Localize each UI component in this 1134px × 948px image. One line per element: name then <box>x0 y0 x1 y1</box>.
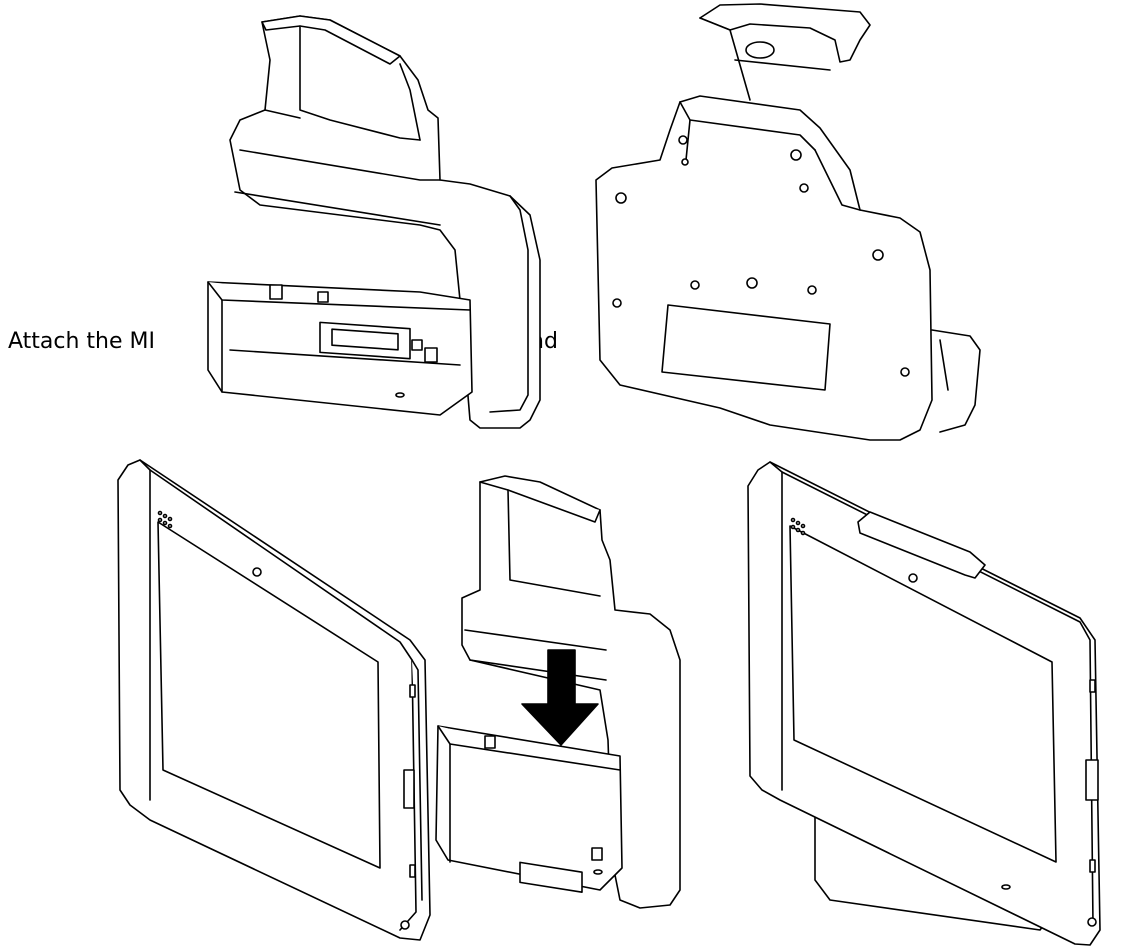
insert-down-arrow-icon <box>522 650 598 745</box>
cradle-insert-icon <box>436 476 680 908</box>
cradle-back-icon <box>596 4 980 440</box>
tablet-icon <box>118 460 430 940</box>
cradle-front-icon <box>208 16 540 428</box>
caption-text: Attach the MI <box>8 329 155 354</box>
tablet-docked-icon <box>748 462 1100 945</box>
